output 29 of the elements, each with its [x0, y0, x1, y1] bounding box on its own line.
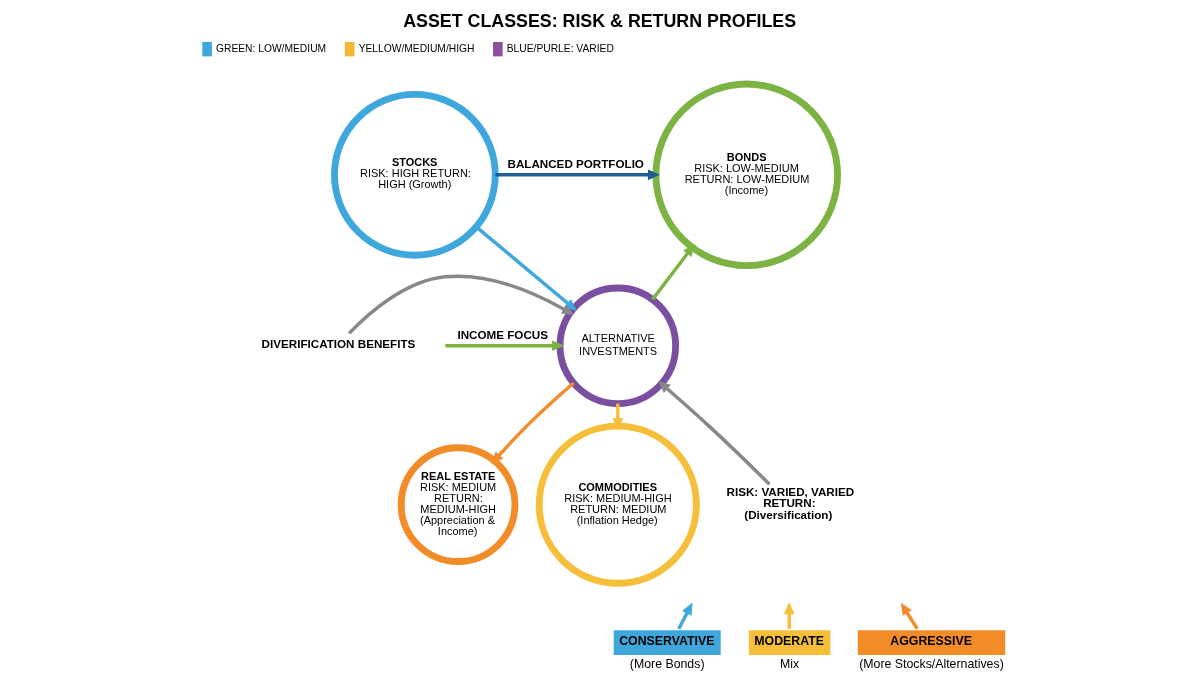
node-box: MODERATE: [748, 630, 831, 655]
node-label: (More Stocks/Alternatives): [859, 656, 1004, 671]
legend-label: YELLOW/MEDIUM/HIGH: [358, 42, 475, 54]
legend-label: GREEN: LOW/MEDIUM: [216, 42, 327, 54]
arrow: [347, 274, 575, 335]
node-circle: ALTERNATIVE INVESTMENTS: [556, 284, 680, 408]
node-box: CONSERVATIVE: [613, 630, 721, 655]
arrow: [495, 169, 661, 181]
arrow: [651, 244, 695, 301]
arrow: [677, 602, 693, 630]
arrow: [491, 381, 575, 465]
legend-label: BLUE/PURLE: VARIED: [506, 42, 614, 54]
node-circle: COMMODITIES RISK: MEDIUM-HIGH RETURN: MEDIUM (Inflation Hedge): [535, 422, 700, 587]
edge-label: INCOME FOCUS: [457, 328, 548, 342]
arrow: [612, 403, 624, 431]
node-circle: STOCKS RISK: HIGH RETURN: HIGH (Growth): [331, 91, 499, 259]
node-circle: BONDS RISK: LOW-MEDIUM RETURN: LOW-MEDIUM (Income): [652, 80, 841, 270]
node-circle: REAL ESTATE RISK: MEDIUM RETURN: MEDIUM-HIGH (Appreciation & Income): [397, 444, 519, 565]
arrow: [445, 340, 565, 352]
node-label: (More Bonds): [629, 656, 705, 671]
arrow: [900, 602, 919, 630]
node-box: AGGRESSIVE: [857, 630, 1006, 655]
arrow: [475, 225, 577, 311]
node-text: RISK: VARIED, VARIED RETURN: (Diversification): [726, 484, 855, 522]
diagram-title: ASSET CLASSES: RISK & RETURN PROFILES: [403, 11, 797, 32]
edge-label: BALANCED PORTFOLIO: [507, 157, 644, 171]
arrow: [658, 380, 771, 486]
node-text: DIVERIFICATION BENEFITS: [261, 336, 416, 350]
node-label: Mix: [779, 656, 800, 671]
